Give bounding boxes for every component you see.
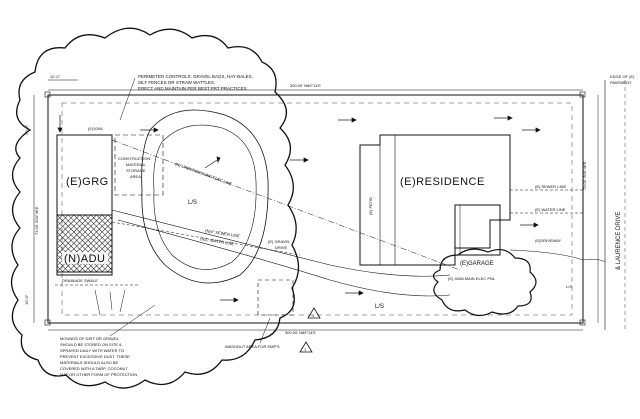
svg-text:1: 1 bbox=[304, 347, 307, 352]
revision-cloud-left bbox=[10, 27, 300, 389]
dim-right: 73.00' S00°46'E bbox=[582, 161, 587, 190]
property-boundary bbox=[47, 94, 584, 324]
washout-area bbox=[257, 279, 294, 316]
landscape-oval bbox=[141, 109, 269, 284]
gravel-drive-2: DRIVE bbox=[275, 245, 288, 250]
ex-residence-label: (E)RESIDENCE bbox=[400, 176, 485, 188]
edge-of-pavement-line2: PAVEMENT bbox=[610, 80, 632, 85]
new-sewer-label: (N)4" SEWER LINE bbox=[205, 228, 241, 238]
dim-setback-left-top: 20'-0" bbox=[24, 124, 29, 135]
existing-grg bbox=[56, 134, 113, 276]
underground-elec-label: (N) UNDERGROUND ELEC LINE bbox=[175, 161, 234, 186]
street-name: & LAURENCE DRIVE bbox=[616, 212, 622, 270]
patio-label: (E) PATIO bbox=[368, 197, 373, 215]
construction-line1: CONSTRUCTION bbox=[118, 156, 150, 161]
dim-bottom: 300.00' N89°14'E bbox=[285, 330, 316, 335]
mounds-note-1: MOUNDS OF DIRT OR GRAVEL bbox=[60, 336, 120, 341]
mounds-note-4: PREVENT EXCESSIVE DUST. THESE bbox=[60, 354, 130, 359]
perimeter-note-3: ERECT AND MAINTAIN PER BEST PRT PRACTICE… bbox=[138, 86, 247, 91]
gravel-drive bbox=[111, 209, 451, 277]
sewer-line-right: (E) SEWER LINE bbox=[535, 184, 566, 189]
revision-cloud-right bbox=[432, 248, 537, 317]
perimeter-note-1: PERIMETER CONTROLS: GRAVEL BAGS, HAY BAL… bbox=[138, 74, 253, 79]
ex-garage-label: (E)GARAGE bbox=[460, 261, 494, 267]
existing-garage bbox=[454, 204, 501, 256]
corner-stakes bbox=[44, 91, 586, 326]
construction-line2: MATERIAL bbox=[126, 162, 146, 167]
ls-center: L/S bbox=[188, 200, 197, 206]
dim-setback-left-bottom: 10'-0" bbox=[24, 294, 29, 305]
ex-grg-label: (E)GRG bbox=[66, 176, 109, 188]
dim-top: 300.00' N89°14'E bbox=[290, 83, 321, 88]
flow-arrows bbox=[57, 115, 541, 303]
water-line-right: (E) WATER LINE bbox=[535, 207, 566, 212]
gravel-drive-1: (E) GRAVEL bbox=[268, 239, 291, 244]
washout-label: WASHOUT AREA FOR EMP'S bbox=[225, 344, 280, 349]
mounds-note-2: SHOULD BE STORED ON SITE & bbox=[60, 342, 122, 347]
existing-residence bbox=[359, 134, 511, 266]
mounds-note-7: MAT OR OTHER FORM OF PROTECTION bbox=[60, 372, 137, 377]
ls-right: L/S bbox=[566, 284, 572, 289]
perimeter-note-2: SILT FENCES OR STRAW WATTLES. bbox=[138, 80, 215, 85]
mounds-note-5: MATERIALS SHOULD ALSO BE bbox=[60, 360, 118, 365]
main-elec-pnl-label: (E) 400A MAIN ELEC PNL bbox=[448, 276, 496, 281]
ls-bottom: L/S bbox=[375, 304, 384, 310]
new-water-label: (N)1" WATER LINE bbox=[200, 236, 235, 246]
mounds-note-6: COVERED WITH A TARP, COCONUT bbox=[60, 366, 128, 371]
revision-marker-2: 1 bbox=[307, 307, 321, 319]
dim-left: 73.00' S00°46'E bbox=[34, 206, 39, 235]
dim-setback-top: 10'-0" bbox=[50, 74, 61, 79]
revision-marker-1: 1 bbox=[299, 341, 313, 353]
driveway-label: (E)DRIVEWAY bbox=[535, 238, 562, 243]
construction-line4: AREA bbox=[130, 174, 141, 179]
svg-text:1: 1 bbox=[312, 313, 315, 318]
mounds-note-3: SPRAYED DAILY WITH WATER TO bbox=[60, 348, 124, 353]
new-adu-label: (N)ADU bbox=[64, 253, 106, 265]
new-sewer-line bbox=[111, 221, 301, 256]
edge-of-pavement-line1: EDGE OF (E) bbox=[610, 74, 635, 79]
construction-line3: STORAGE bbox=[126, 168, 146, 173]
drainage-swale-label: DRAINAGE SWALE bbox=[62, 278, 98, 283]
adu-power-label: (E)100A bbox=[88, 126, 103, 131]
underground-elec-line bbox=[111, 139, 461, 271]
construction-storage-area bbox=[114, 134, 164, 196]
